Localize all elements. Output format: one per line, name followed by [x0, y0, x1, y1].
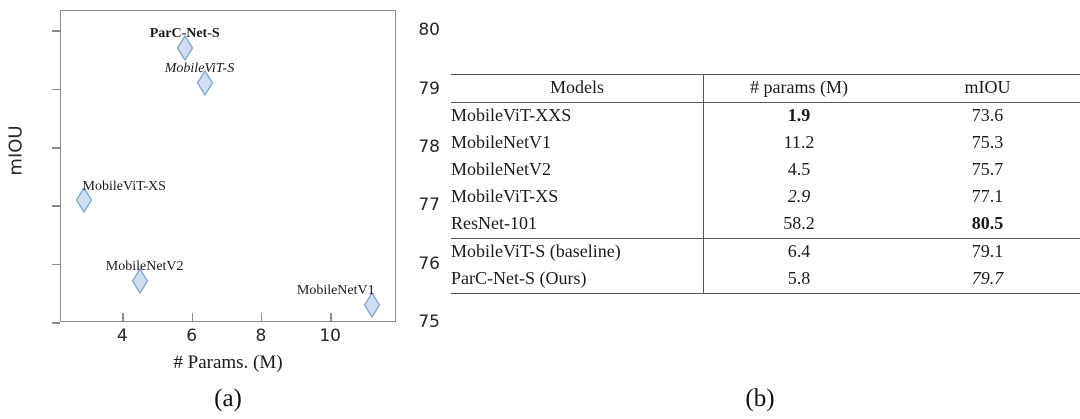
cell-miou: 75.3	[971, 131, 1004, 152]
column-header-models: Models	[451, 74, 704, 103]
table-row: MobileViT-S (baseline) 6.4 79.1	[451, 238, 1080, 266]
y-axis-title: mIOU	[5, 125, 27, 176]
data-point-marker	[131, 268, 148, 295]
y-tick-mark	[52, 88, 60, 91]
cell-params: 6.4	[787, 240, 811, 261]
data-point-marker	[197, 69, 214, 96]
x-tick-mark	[122, 313, 124, 322]
data-point-label: ParC-Net-S	[149, 25, 220, 41]
cell-params: 2.9	[787, 185, 811, 206]
x-tick-label: 8	[255, 326, 267, 346]
data-point-marker	[363, 291, 380, 318]
table-row: MobileNetV1 11.2 75.3	[451, 129, 1080, 157]
column-header-params: # params (M)	[750, 77, 848, 97]
cell-model: MobileNetV1	[451, 129, 704, 157]
y-tick-label: 80	[418, 20, 440, 41]
cell-model: MobileViT-XS	[451, 183, 704, 211]
data-point-label: MobileNetV2	[105, 259, 184, 275]
y-tick-mark	[52, 205, 60, 207]
cell-params: 1.9	[787, 104, 811, 125]
cell-model: MobileViT-S (baseline)	[451, 238, 704, 266]
cell-params: 58.2	[783, 212, 815, 233]
table-row: MobileViT-XS 2.9 77.1	[451, 183, 1080, 211]
y-tick-label: 79	[418, 78, 440, 99]
cell-miou: 79.7	[971, 267, 1004, 288]
x-tick-mark	[191, 313, 194, 322]
cell-params: 11.2	[783, 131, 815, 152]
data-point-label: MobileViT-S	[164, 60, 235, 76]
results-table: Models # params (M) mIOU MobileViT-XXS 1.…	[451, 74, 1080, 294]
y-tick-mark	[52, 322, 60, 324]
x-tick-label: 6	[186, 326, 198, 346]
x-axis-title: # Params. (M)	[173, 352, 283, 373]
results-table-panel: Models # params (M) mIOU MobileViT-XXS 1.…	[440, 0, 1080, 419]
cell-model: MobileViT-XXS	[451, 102, 704, 130]
cell-params: 4.5	[787, 158, 811, 179]
table-header-row: Models # params (M) mIOU	[451, 74, 1080, 103]
data-point-marker	[76, 186, 93, 213]
cell-model: ParC-Net-S (Ours)	[451, 265, 704, 293]
cell-miou: 79.1	[971, 240, 1004, 261]
table-row: MobileNetV2 4.5 75.7	[451, 156, 1080, 184]
cell-miou: 75.7	[971, 158, 1004, 179]
table-wrap: Models # params (M) mIOU MobileViT-XXS 1.…	[451, 74, 1080, 294]
y-tick-mark	[52, 30, 60, 32]
x-tick-label: 10	[319, 326, 341, 346]
column-header-miou: mIOU	[964, 77, 1011, 97]
table-row: MobileViT-XXS 1.9 73.6	[451, 102, 1080, 130]
cell-miou: 80.5	[971, 212, 1004, 233]
cell-model: ResNet-101	[451, 210, 704, 239]
data-point-marker	[176, 34, 193, 61]
y-tick-label: 78	[418, 137, 440, 158]
caption-a: (a)	[214, 385, 242, 412]
y-tick-label: 77	[418, 195, 440, 216]
scatter-plot-panel: mIOU # Params. (M) 75 76 77 78 79 80 4 6 8 10 Pa…	[0, 0, 440, 419]
y-tick-label: 75	[418, 312, 440, 332]
plot-frame	[60, 10, 396, 322]
x-tick-mark	[260, 313, 263, 322]
table-row: ParC-Net-S (Ours) 5.8 79.7	[451, 265, 1080, 293]
table-head: Models # params (M) mIOU	[451, 74, 1080, 103]
data-point-label: MobileViT-XS	[82, 178, 166, 194]
x-tick-mark	[330, 313, 332, 322]
cell-model: MobileNetV2	[451, 156, 704, 184]
x-tick-label: 4	[116, 326, 128, 346]
y-tick-mark	[52, 263, 60, 266]
cell-params: 5.8	[787, 267, 811, 288]
data-point-label: MobileNetV1	[296, 282, 375, 298]
y-tick-mark	[52, 147, 60, 149]
cell-miou: 73.6	[971, 104, 1004, 125]
y-tick-label: 76	[418, 253, 440, 274]
table-row: ResNet-101 58.2 80.5	[451, 210, 1080, 239]
cell-miou: 77.1	[971, 185, 1004, 206]
caption-b: (b)	[745, 385, 775, 412]
